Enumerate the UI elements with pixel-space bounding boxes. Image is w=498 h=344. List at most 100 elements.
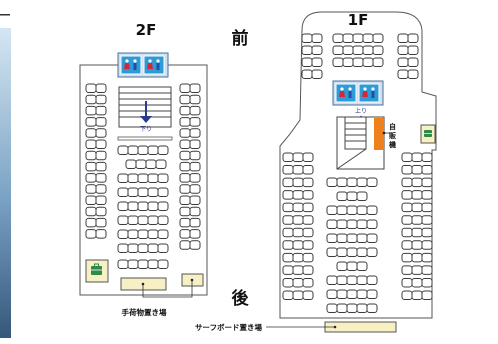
seat bbox=[157, 187, 169, 197]
seat bbox=[95, 94, 107, 105]
seat bbox=[336, 247, 348, 257]
seat bbox=[362, 45, 374, 55]
seat bbox=[117, 243, 129, 253]
seat bbox=[421, 177, 433, 188]
seat bbox=[411, 240, 423, 250]
seat bbox=[311, 33, 323, 43]
seat bbox=[346, 191, 358, 201]
seat bbox=[147, 201, 159, 211]
seat-row bbox=[326, 233, 378, 243]
seat bbox=[95, 139, 107, 149]
seat bbox=[85, 229, 97, 239]
seat bbox=[95, 83, 107, 93]
seat-row bbox=[401, 177, 433, 188]
seat-row bbox=[326, 303, 378, 313]
seat-row bbox=[179, 184, 201, 194]
seat bbox=[301, 57, 313, 67]
seat bbox=[189, 240, 201, 250]
seat bbox=[95, 206, 107, 217]
seat bbox=[301, 69, 313, 79]
seat bbox=[147, 215, 159, 225]
seat bbox=[85, 105, 97, 116]
seat bbox=[401, 190, 413, 200]
seat bbox=[302, 165, 314, 175]
seat bbox=[282, 152, 294, 162]
seat bbox=[407, 45, 419, 55]
seat bbox=[411, 227, 423, 238]
seat-row bbox=[401, 190, 433, 200]
seat bbox=[85, 150, 97, 161]
seat bbox=[157, 215, 169, 225]
side-photo-strip bbox=[0, 28, 11, 338]
seat-row bbox=[326, 275, 378, 285]
seat-row bbox=[401, 227, 433, 238]
seat-row bbox=[282, 202, 314, 213]
seat bbox=[147, 187, 159, 197]
seat bbox=[407, 57, 419, 67]
seat bbox=[95, 150, 107, 161]
stairs-icon bbox=[118, 86, 172, 128]
seat bbox=[117, 173, 129, 183]
seat bbox=[397, 69, 409, 79]
seat-row bbox=[85, 83, 107, 93]
seat bbox=[127, 259, 139, 269]
seat bbox=[95, 184, 107, 194]
seat bbox=[421, 290, 433, 300]
restroom-icon bbox=[335, 83, 357, 103]
seat-row bbox=[282, 215, 314, 225]
seat bbox=[179, 217, 191, 228]
seat bbox=[157, 259, 169, 269]
seat bbox=[302, 177, 314, 188]
seat bbox=[356, 247, 368, 257]
seat bbox=[179, 105, 191, 116]
seat bbox=[397, 45, 409, 55]
seat-row bbox=[85, 128, 107, 138]
seat bbox=[157, 201, 169, 211]
seat bbox=[179, 206, 191, 217]
seat bbox=[292, 252, 304, 263]
seat bbox=[352, 33, 364, 43]
seat bbox=[85, 128, 97, 138]
seat-row bbox=[326, 205, 378, 215]
seat bbox=[302, 190, 314, 200]
seat bbox=[356, 219, 368, 229]
suitcase-icon bbox=[91, 263, 102, 275]
seat bbox=[332, 45, 344, 55]
seat bbox=[189, 161, 201, 172]
seat bbox=[179, 128, 191, 138]
seat bbox=[85, 184, 97, 194]
seat-row bbox=[282, 277, 314, 288]
seat bbox=[135, 159, 147, 169]
seat bbox=[179, 161, 191, 172]
seat bbox=[311, 69, 323, 79]
seat-row bbox=[117, 229, 169, 239]
seat bbox=[356, 177, 368, 187]
seat bbox=[407, 33, 419, 43]
seat bbox=[401, 202, 413, 213]
seat bbox=[336, 219, 348, 229]
seat-row bbox=[85, 161, 107, 172]
seat bbox=[326, 289, 338, 299]
seat bbox=[411, 265, 423, 275]
seat bbox=[137, 173, 149, 183]
seat bbox=[346, 275, 358, 285]
seat bbox=[336, 233, 348, 243]
seat bbox=[125, 159, 137, 169]
seat bbox=[147, 229, 159, 239]
seat-row bbox=[401, 215, 433, 225]
seat-row bbox=[179, 161, 201, 172]
seat bbox=[282, 202, 294, 213]
seat bbox=[302, 152, 314, 162]
seat bbox=[127, 145, 139, 155]
seat bbox=[301, 45, 313, 55]
seat-row bbox=[179, 195, 201, 205]
seat bbox=[362, 33, 374, 43]
seat bbox=[326, 233, 338, 243]
seat-row bbox=[282, 265, 314, 275]
seat bbox=[147, 173, 159, 183]
floor-2-plan: 下り 手荷物置き場 bbox=[79, 52, 208, 317]
seat bbox=[95, 128, 107, 138]
seat bbox=[346, 219, 358, 229]
seat bbox=[362, 57, 374, 67]
